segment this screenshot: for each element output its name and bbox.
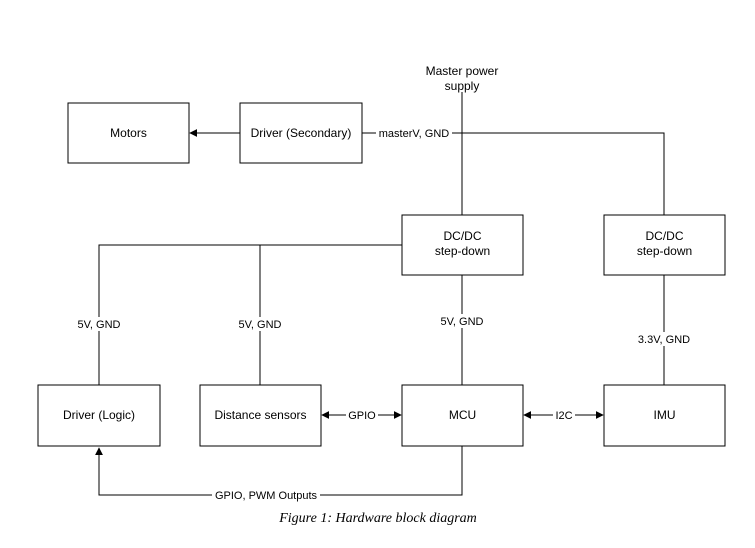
node-driver-logic: Driver (Logic) — [37, 384, 161, 447]
edge-label-text: 5V, GND — [238, 319, 281, 331]
edge-label-mcu-power: 5V, GND — [437, 314, 487, 328]
node-dcdc-main: DC/DC step-down — [401, 214, 524, 276]
node-label-line-2: step-down — [637, 244, 692, 258]
node-master-power-supply: Master power supply — [426, 64, 499, 93]
node-label: Distance sensors — [214, 408, 306, 422]
edge-label-imu-power: 3.3V, GND — [634, 332, 694, 346]
edge-label-master-v-gnd: masterV, GND — [376, 126, 452, 140]
node-label-line-1: DC/DC — [646, 229, 684, 243]
node-motors: Motors — [67, 102, 190, 164]
edge-label-gpio: GPIO — [346, 408, 378, 422]
edge-label-text: 3.3V, GND — [638, 334, 690, 346]
edge-label-text: masterV, GND — [379, 128, 450, 140]
edge-label-text: 5V, GND — [77, 319, 120, 331]
node-label-line-2: step-down — [435, 244, 490, 258]
node-label: IMU — [654, 408, 676, 422]
node-label-line-1: DC/DC — [444, 229, 482, 243]
edge-dcdc-to-driver-logic — [98, 244, 402, 385]
edge-gpio-pwm-mcu-to-driver-logic — [95, 446, 463, 496]
edge-label-gpio-pwm: GPIO, PWM Outputs — [212, 488, 320, 502]
edge-label-i2c: I2C — [553, 408, 575, 422]
node-label: Driver (Secondary) — [251, 126, 352, 140]
edge-label-text: GPIO — [348, 410, 376, 422]
node-label-line-1: Master power — [426, 64, 499, 78]
edge-master-v-bus — [362, 132, 665, 215]
figure-caption: Figure 1: Hardware block diagram — [278, 511, 477, 526]
node-label: Motors — [110, 126, 147, 140]
node-label: MCU — [449, 408, 476, 422]
node-dcdc-imu: DC/DC step-down — [603, 214, 726, 276]
node-label-line-2: supply — [445, 79, 480, 93]
edge-label-sensors-power: 5V, GND — [235, 317, 285, 331]
node-driver-secondary: Driver (Secondary) — [239, 102, 363, 164]
edge-label-text: 5V, GND — [440, 316, 483, 328]
node-imu: IMU — [603, 384, 726, 447]
node-label: Driver (Logic) — [63, 408, 135, 422]
edge-label-text: I2C — [555, 410, 572, 422]
node-mcu: MCU — [401, 384, 524, 447]
edge-label-driver-logic-power: 5V, GND — [74, 317, 124, 331]
node-distance-sensors: Distance sensors — [199, 384, 322, 447]
edge-label-text: GPIO, PWM Outputs — [215, 490, 318, 502]
